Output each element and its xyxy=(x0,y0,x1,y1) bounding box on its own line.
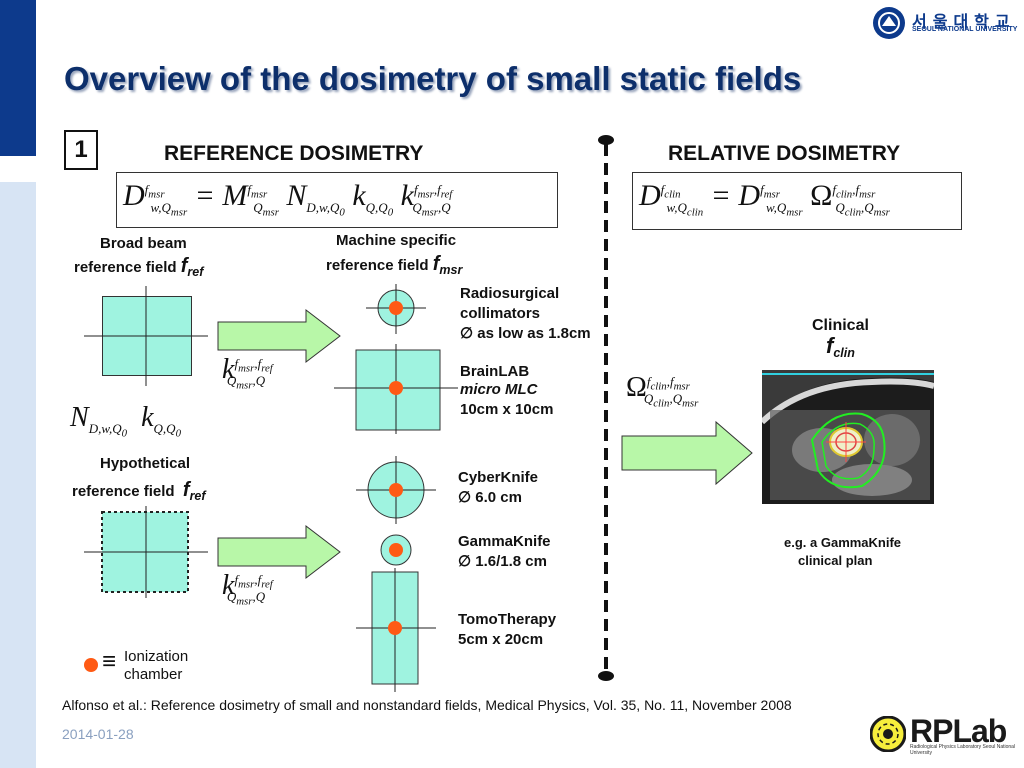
brainlab-field xyxy=(334,344,458,434)
cyberknife-label: CyberKnife xyxy=(458,469,539,486)
k-factor-lower: kfmsr,frefQmsr,Q xyxy=(222,570,273,608)
rplab-subtitle: Radiological Physics Laboratory Seoul Na… xyxy=(910,744,1016,756)
relative-formula-box: Dfclinw,Qclin = Dfmsrw,Qmsr Ωfclin,fmsrQ… xyxy=(632,172,962,230)
brainlab-size: 10cm x 10cm xyxy=(460,401,554,418)
rplab-logo: RPLab xyxy=(910,713,1007,749)
radiosurgical-field xyxy=(366,284,426,334)
radiosurgical-label: Radiosurgical xyxy=(460,285,560,302)
hypothetical-field xyxy=(84,506,208,598)
reference-dosimetry-heading: REFERENCE DOSIMETRY xyxy=(164,142,424,165)
clinical-ct-image xyxy=(762,370,934,504)
brainlab-mlc-label: micro MLC xyxy=(460,381,538,398)
date: 2014-01-28 xyxy=(62,726,134,742)
arrow-to-clinical xyxy=(621,420,753,486)
reference-formula: Dfmsrw,Qmsr = MfmsrQmsr ND,w,Q0 kQ,Q0 kf… xyxy=(123,179,453,219)
university-name-ko: 서울대학교 xyxy=(912,14,1016,31)
page-title: Overview of the dosimetry of small stati… xyxy=(64,60,802,97)
citation: Alfonso et al.: Reference dosimetry of s… xyxy=(62,697,792,713)
brainlab-label: BrainLAB xyxy=(460,363,530,380)
relative-formula: Dfclinw,Qclin = Dfmsrw,Qmsr Ωfclin,fmsrQ… xyxy=(639,179,890,219)
gammaknife-field xyxy=(380,534,412,566)
omega-factor: Ωfclin,fmsrQclin,Qmsr xyxy=(626,372,699,410)
machine-specific-label: Machine specific xyxy=(336,232,457,249)
radiosurgical-label-2: collimators xyxy=(460,305,541,322)
clinical-f-label: fclin xyxy=(826,333,855,361)
broad-beam-label: Broad beam xyxy=(100,235,187,252)
panel-number: 1 xyxy=(64,130,98,170)
tomotherapy-size: 5cm x 20cm xyxy=(458,631,544,648)
university-name-en: SEOUL NATIONAL UNIVERSITY xyxy=(912,26,1018,33)
cyberknife-size: ∅ 6.0 cm xyxy=(458,489,522,506)
tomotherapy-field xyxy=(356,568,436,692)
side-bar-light xyxy=(0,182,36,768)
cyberknife-field xyxy=(356,456,436,524)
k-factor-upper: kfmsr,frefQmsr,Q xyxy=(222,354,273,392)
radiosurgical-size: ∅ as low as 1.8cm xyxy=(460,325,591,342)
clinical-label: Clinical xyxy=(812,317,869,334)
tomotherapy-label: TomoTherapy xyxy=(458,611,557,628)
arrow-broad-to-machine xyxy=(217,308,341,364)
gammaknife-size: ∅ 1.6/1.8 cm xyxy=(458,553,547,570)
machine-specific-ref-label: reference field fmsr xyxy=(326,253,463,277)
n-k-factor: ND,w,Q0 kQ,Q0 xyxy=(70,402,181,440)
reference-formula-box: Dfmsrw,Qmsr = MfmsrQmsr ND,w,Q0 kQ,Q0 kf… xyxy=(116,172,558,228)
relative-dosimetry-heading: RELATIVE DOSIMETRY xyxy=(668,142,901,165)
hypothetical-label: Hypothetical xyxy=(100,455,191,472)
broad-beam-crosshair xyxy=(84,286,208,386)
ionization-chamber-dot xyxy=(84,658,98,672)
section-divider xyxy=(598,135,614,681)
gammaknife-label: GammaKnife xyxy=(458,533,551,550)
side-bar-dark xyxy=(0,0,36,156)
broad-beam-ref-label: reference field fref xyxy=(74,255,204,279)
rplab-emblem-icon xyxy=(870,716,906,752)
university-emblem-icon xyxy=(873,7,905,39)
arrow-hypothetical-to-machine xyxy=(217,524,341,580)
legend-equiv: ≡ xyxy=(102,648,117,675)
hypothetical-ref-label: reference field fref xyxy=(72,479,206,503)
